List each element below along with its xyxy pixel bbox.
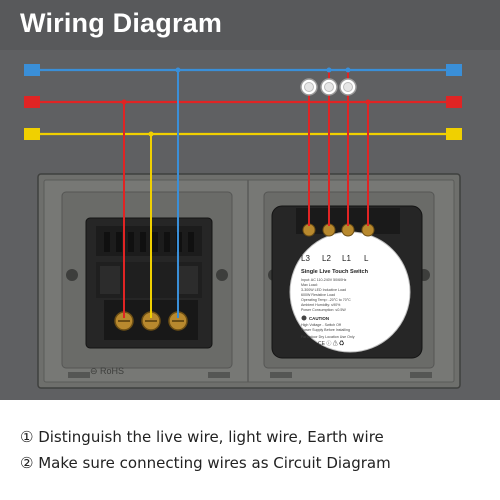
caution-line-2: For Indoor Dry Location Use Only bbox=[301, 335, 355, 339]
red-wire-end-right-icon bbox=[446, 96, 462, 108]
instructions: ① Distinguish the live wire, light wire,… bbox=[0, 400, 500, 500]
lamp-icon bbox=[300, 78, 318, 96]
socket-terminal-neutral bbox=[168, 311, 188, 331]
caution-title: CAUTION bbox=[309, 316, 329, 321]
caution-line-0: High Voltage - Switch Off bbox=[301, 323, 341, 327]
yellow-wire-end-left-icon bbox=[24, 128, 40, 140]
switch-spec-3: 600W Resistive Load bbox=[301, 293, 335, 297]
switch-spec-1: Max Load: bbox=[301, 283, 318, 287]
blue-wire-end-right-icon bbox=[446, 64, 462, 76]
socket-module: ⊖ RoHS bbox=[85, 217, 213, 376]
drop-wires bbox=[121, 67, 371, 318]
lamps bbox=[300, 78, 357, 96]
terminal-label-l1: L1 bbox=[342, 254, 351, 263]
rohs-mark: ⊖ RoHS bbox=[90, 366, 124, 376]
title-band: Wiring Diagram bbox=[0, 0, 500, 50]
terminal-label-l2: L2 bbox=[322, 254, 331, 263]
caution-icon bbox=[301, 315, 307, 321]
red-wire-end-left-icon bbox=[24, 96, 40, 108]
switch-spec-0: Input: AC 110-240V 50/60Hz bbox=[301, 278, 347, 282]
blue-wire-end-left-icon bbox=[24, 64, 40, 76]
instruction-2: ② Make sure connecting wires as Circuit … bbox=[20, 454, 391, 472]
page-title: Wiring Diagram bbox=[20, 8, 223, 38]
lamp-icon bbox=[320, 78, 338, 96]
switch-spec-4: Operating Temp: -20°C to 70°C bbox=[301, 298, 351, 302]
lamp-icon bbox=[339, 78, 357, 96]
switch-spec-6: Power Consumption: ≤0.5W bbox=[301, 308, 346, 312]
terminal-label-l3: L3 bbox=[301, 254, 310, 263]
switch-product-name: Single Live Touch Switch bbox=[301, 269, 369, 275]
caution-line-1: Power Supply Before Installing bbox=[301, 328, 350, 332]
switch-module: L3 L2 L1 L Single Live Touch Switch Inpu… bbox=[271, 205, 423, 359]
terminal-label-l: L bbox=[364, 254, 369, 263]
yellow-wire-end-right-icon bbox=[446, 128, 462, 140]
switch-spec-5: Ambient Humidity: ≤90% bbox=[301, 303, 341, 307]
switch-spec-2: 3-300W LED Inductive Load bbox=[301, 288, 346, 292]
instruction-1: ① Distinguish the live wire, light wire,… bbox=[20, 428, 384, 446]
bus-wires bbox=[24, 64, 462, 140]
certification-marks: CE ⓘ ⚠ ♻ bbox=[318, 340, 344, 347]
